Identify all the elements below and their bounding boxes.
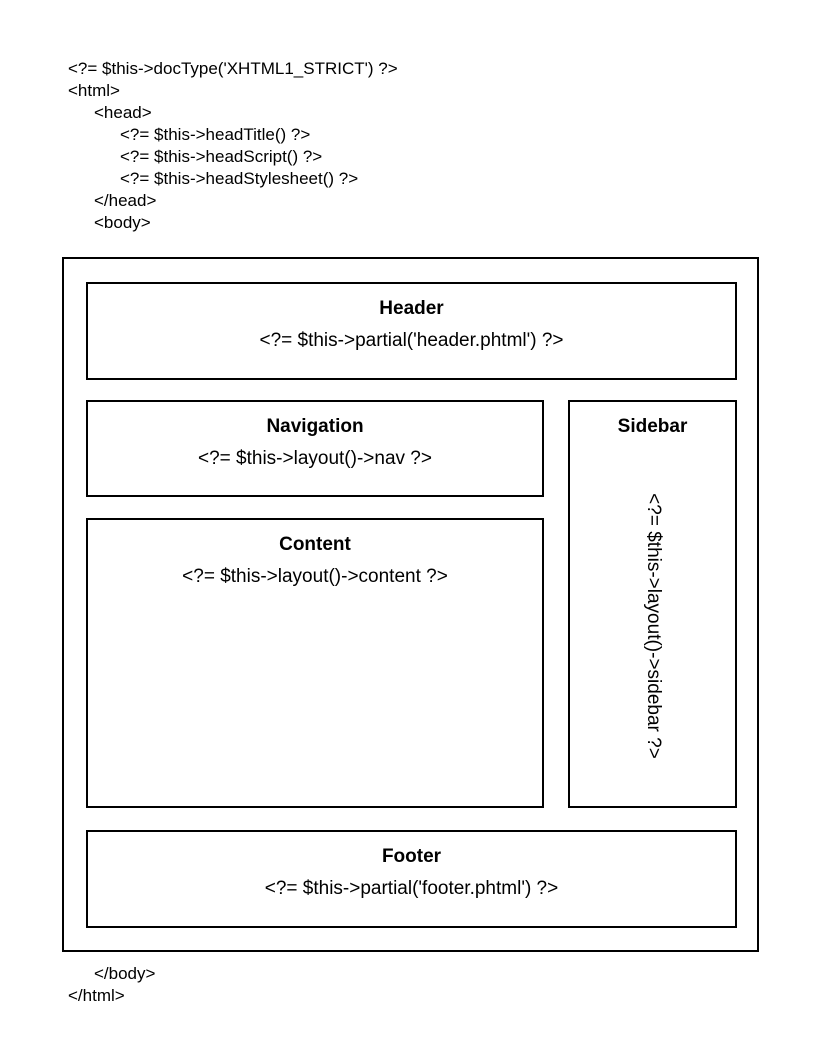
code-line-head-script: <?= $this->headScript() ?>	[120, 147, 323, 166]
code-line-head-open: <head>	[94, 103, 152, 122]
region-navigation-title: Navigation	[266, 416, 364, 437]
region-sidebar-code: <?= $this->layout()->sidebar ?>	[642, 493, 664, 759]
region-navigation: Navigation <?= $this->layout()->nav ?>	[86, 400, 544, 497]
code-line-html-close: </html>	[68, 986, 125, 1005]
region-sidebar: Sidebar <?= $this->layout()->sidebar ?>	[568, 400, 737, 808]
layout-container: Header <?= $this->partial('header.phtml'…	[62, 257, 759, 952]
code-line-body-open: <body>	[94, 213, 151, 232]
region-content-title: Content	[279, 534, 351, 555]
code-line-html-open: <html>	[68, 81, 120, 100]
region-content-code: <?= $this->layout()->content ?>	[182, 566, 448, 587]
region-header-code: <?= $this->partial('header.phtml') ?>	[259, 330, 564, 351]
code-line-body-close: </body>	[94, 964, 156, 983]
code-line-doctype: <?= $this->docType('XHTML1_STRICT') ?>	[68, 59, 398, 78]
region-navigation-code: <?= $this->layout()->nav ?>	[198, 448, 432, 469]
region-sidebar-code-wrap: <?= $this->layout()->sidebar ?>	[570, 448, 735, 804]
region-footer: Footer <?= $this->partial('footer.phtml'…	[86, 830, 737, 928]
region-footer-title: Footer	[381, 846, 442, 867]
region-content: Content <?= $this->layout()->content ?>	[86, 518, 544, 808]
code-line-head-close: </head>	[94, 191, 157, 210]
region-footer-code: <?= $this->partial('footer.phtml') ?>	[264, 878, 559, 899]
code-line-head-stylesheet: <?= $this->headStylesheet() ?>	[120, 169, 359, 188]
region-header-title: Header	[379, 298, 444, 319]
region-header: Header <?= $this->partial('header.phtml'…	[86, 282, 737, 380]
code-line-head-title: <?= $this->headTitle() ?>	[120, 125, 311, 144]
region-sidebar-title: Sidebar	[617, 416, 688, 437]
